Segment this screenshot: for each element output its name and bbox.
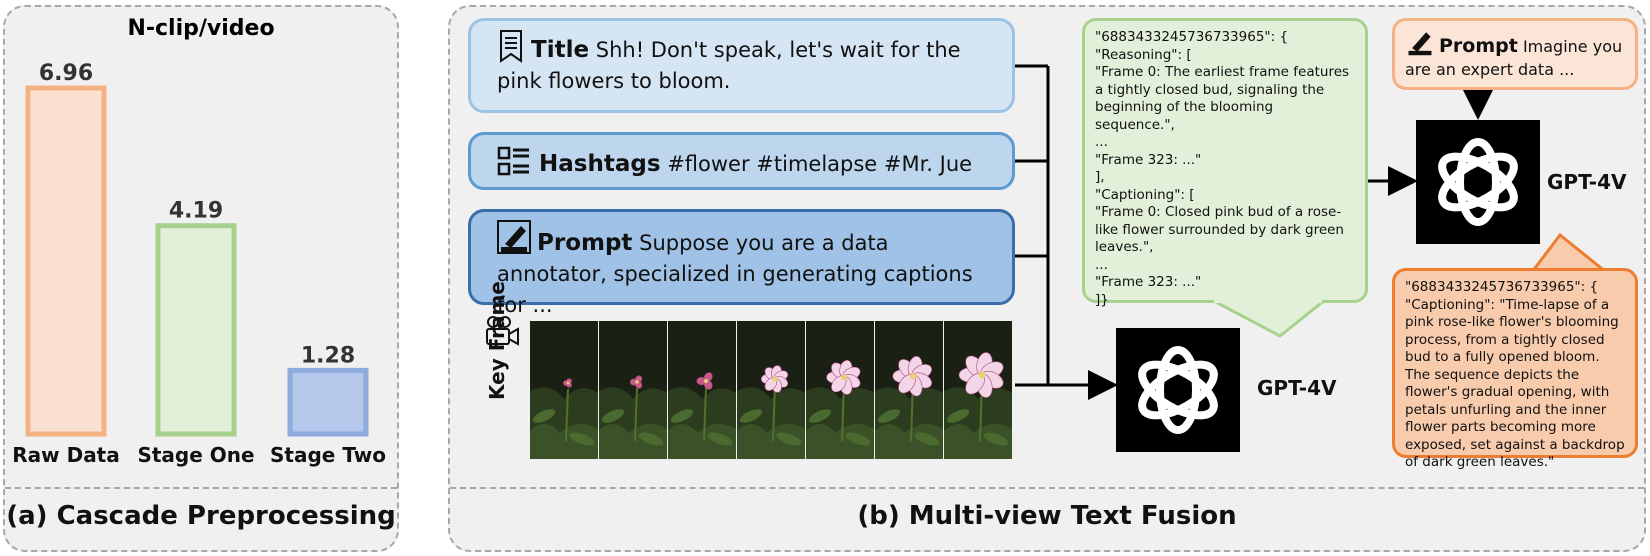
bar-category-label-2: Stage Two xyxy=(270,443,386,467)
pen-icon-2 xyxy=(1408,32,1432,56)
panel-a-divider xyxy=(5,487,397,489)
key-frame-2 xyxy=(668,321,736,459)
reasoning-json-bubble: "6883433245736733965": { "Reasoning": [ … xyxy=(1082,18,1368,308)
gpt-prompt-label: Prompt xyxy=(1439,35,1518,57)
video-camera-icon xyxy=(486,316,519,346)
title-text: Shh! Don't speak, let's wait for the pin… xyxy=(497,38,961,93)
key-frame-1 xyxy=(599,321,667,459)
panel-b-caption: (b) Multi-view Text Fusion xyxy=(857,501,1237,531)
hashtags-box: Hashtags #flower #timelapse #Mr. Jue xyxy=(468,132,1015,190)
bar-2 xyxy=(287,367,369,437)
prompt-box: Prompt Suppose you are a data annotator,… xyxy=(468,209,1015,317)
key-frame-0 xyxy=(530,321,598,459)
gpt-4v-label-2: GPT-4V xyxy=(1547,170,1627,194)
gpt-4v-label: GPT-4V xyxy=(1257,376,1337,400)
gpt-prompt-text: Imagine you are an expert data ... xyxy=(1405,37,1623,79)
panel-a-caption: (a) Cascade Preprocessing xyxy=(6,501,396,531)
openai-logo-icon-2 xyxy=(1416,120,1540,244)
reasoning-bubble-tail xyxy=(1211,300,1326,338)
bar-value-label-1: 4.19 xyxy=(169,199,223,224)
title-label: Title xyxy=(531,37,590,63)
final-bubble-tail xyxy=(1530,232,1607,274)
bar-0 xyxy=(25,85,107,437)
bar-category-label-1: Stage One xyxy=(137,443,254,467)
prompt-text: Suppose you are a data annotator, specia… xyxy=(497,231,973,317)
hashtags-label: Hashtags xyxy=(539,151,661,177)
openai-logo-icon xyxy=(1116,328,1240,452)
title-box: Title Shh! Don't speak, let's wait for t… xyxy=(468,18,1015,113)
prompt-label: Prompt xyxy=(537,230,633,256)
gpt-prompt-box: Prompt Imagine you are an expert data ..… xyxy=(1392,18,1638,90)
chart-title: N-clip/video xyxy=(127,16,274,41)
hashtags-text: #flower #timelapse #Mr. Jue xyxy=(667,152,973,176)
bar-category-label-0: Raw Data xyxy=(12,443,120,467)
final-caption-bubble: "6883433245736733965": { "Captioning": "… xyxy=(1392,268,1638,470)
list-icon xyxy=(497,146,529,176)
bar-value-label-2: 1.28 xyxy=(301,343,355,368)
key-frame-4 xyxy=(806,321,874,459)
bookmark-icon xyxy=(500,30,522,63)
pen-icon xyxy=(497,220,531,254)
panel-b-divider xyxy=(450,487,1644,489)
key-frame-5 xyxy=(875,321,943,459)
key-frame-3 xyxy=(737,321,805,459)
bar-value-label-0: 6.96 xyxy=(39,61,93,86)
bar-1 xyxy=(155,223,237,437)
key-frame-6 xyxy=(944,321,1012,459)
